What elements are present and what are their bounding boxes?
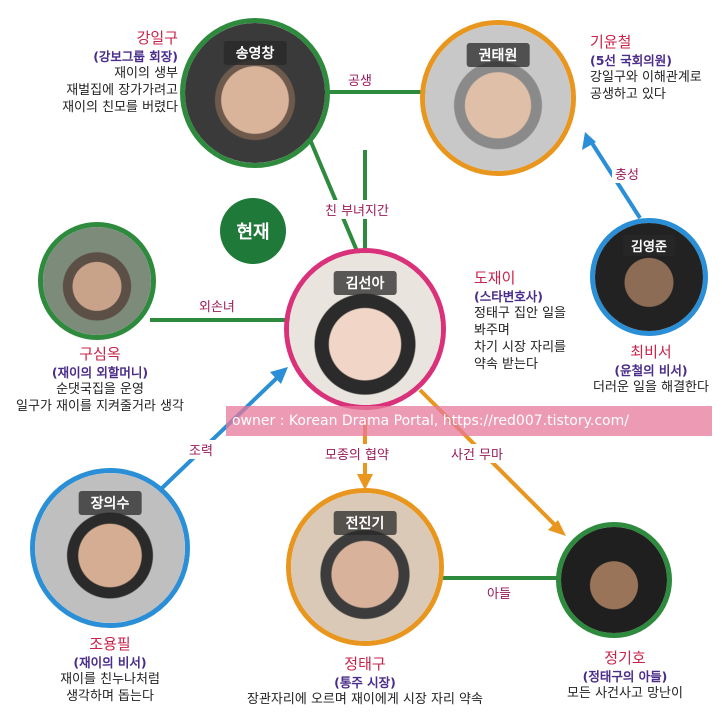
rel-cover-up: 사건 무마 [448,444,506,463]
portrait-song: 송영창 [180,18,330,168]
role-desc: 재벌집에 장가가려고 [66,83,178,98]
role-title: (통주 시장) [334,675,396,690]
role-desc: 순댓국집을 운영 [56,382,144,397]
role-name: 조용필 [89,635,131,653]
role-name: 정태구 [344,655,386,673]
role-son: 정기호 (정태구의 아들) 모든 사건사고 망난이 [530,648,720,702]
portrait-kwon: 권태원 [420,20,576,176]
role-desc: 장관자리에 오르며 재이에게 시장 자리 약속 [247,692,483,707]
watermark-banner: owner : Korean Drama Portal, https://red… [226,406,712,436]
rel-son: 아들 [484,583,514,602]
role-desc: 생각하며 돕는다 [66,689,154,704]
role-name: 최비서 [630,343,672,361]
role-name: 기윤철 [590,33,632,51]
role-desc: 재이를 친누나처럼 [60,672,160,687]
role-jang: 조용필 (재이의 비서) 재이를 친누나처럼 생각하며 돕는다 [20,634,200,705]
role-desc: 일구가 재이를 지켜줄거라 생각 [16,399,184,414]
name-bar: 김영준 [623,235,675,256]
rel-granddaughter: 외손녀 [196,296,238,315]
rel-loyalty: 충성 [612,164,642,183]
role-title: (스타변호사) [474,289,543,304]
role-desc: 모든 사건사고 망난이 [567,686,683,701]
role-desc: 봐주며 [474,323,510,338]
role-kwon: 기윤철 (5선 국회의원) 강일구와 이해관계로 공생하고 있다 [590,32,724,103]
name-bar: 권태원 [466,43,530,67]
role-kimyj: 최비서 (윤철의 비서) 더러운 일을 해결한다 [576,342,726,396]
role-name: 도재이 [474,269,516,287]
rel-father-daughter: 친 부녀지간 [322,200,392,219]
role-jeon: 정태구 (통주 시장) 장관자리에 오르며 재이에게 시장 자리 약속 [200,654,530,708]
role-title: (정태구의 아들) [582,669,668,684]
role-desc: 재이의 친모를 버렸다 [62,100,178,115]
role-name: 강일구 [136,29,178,47]
portrait-kimyj: 김영준 [590,218,708,336]
role-desc: 더러운 일을 해결한다 [593,380,709,395]
role-title: (강보그룹 회장) [93,49,178,64]
role-desc: 공생하고 있다 [590,87,666,102]
rel-symbiosis: 공생 [345,70,375,89]
arrow-to-jeon [357,474,373,490]
portrait-kimsun: 김선아 [284,248,446,410]
arrow-to-kimsun [270,367,288,384]
rel-assistance: 조력 [186,440,216,459]
name-bar: 장의수 [78,491,142,515]
rel-agreement: 모종의 협약 [322,444,392,463]
portrait-son [556,522,672,638]
arrow-to-kwon [582,132,596,150]
role-song: 강일구 (강보그룹 회장) 재이의 생부 재벌집에 장가가려고 재이의 친모를 … [20,28,178,116]
portrait-jang: 장의수 [30,468,190,628]
role-title: (윤철의 비서) [614,363,688,378]
role-desc: 강일구와 이해관계로 [590,70,702,85]
role-name: 구심옥 [79,345,121,363]
role-title: (5선 국회의원) [590,53,672,68]
role-name: 정기호 [604,649,646,667]
role-title: (재이의 외할머니) [51,365,149,380]
line-jang-kimsun [158,373,282,492]
role-park: 구심옥 (재이의 외할머니) 순댓국집을 운영 일구가 재이를 지켜줄거라 생각 [0,344,200,415]
name-bar: 전진기 [333,511,397,535]
role-desc: 약속 받는다 [474,357,538,372]
role-desc: 차기 시장 자리를 [474,340,566,355]
role-title: (재이의 비서) [73,655,147,670]
name-bar: 김선아 [333,271,397,295]
role-desc: 재이의 생부 [114,66,178,81]
role-desc: 정태구 집안 일을 [474,306,566,321]
present-badge: 현재 [220,198,286,264]
role-kimsun: 도재이 (스타변호사) 정태구 집안 일을 봐주며 차기 시장 자리를 약속 받… [474,268,594,373]
name-bar: 송영창 [223,41,287,65]
portrait-park [38,222,156,340]
portrait-jeon: 전진기 [286,488,444,646]
